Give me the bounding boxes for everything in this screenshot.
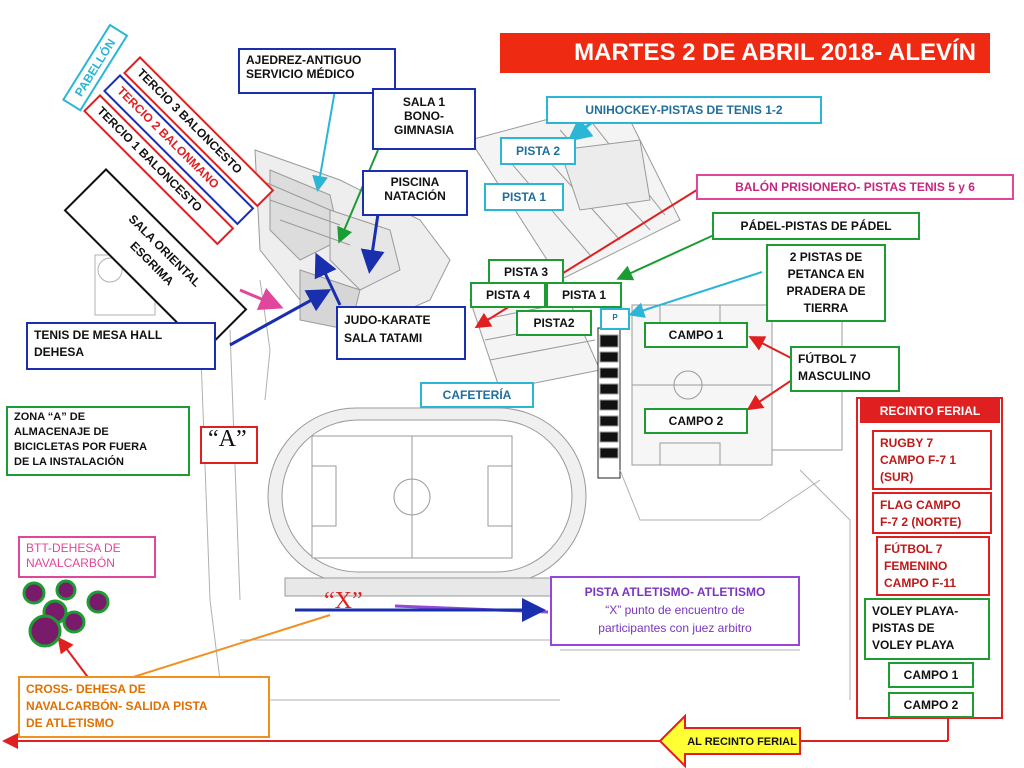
parking-strip (597, 327, 621, 479)
label-petanca: 2 PISTAS DE PETANCA EN PRADERA DE TIERRA (766, 244, 886, 322)
rugby-line1: RUGBY 7 (880, 436, 934, 450)
judo-line2: SALA TATAMI (344, 331, 423, 345)
judo-line1: JUDO-KARATE (344, 313, 431, 327)
piscina-line2: NATACIÓN (384, 189, 446, 203)
label-btt: BTT-DEHESA DE NAVALCARBÓN (18, 536, 156, 578)
zona-a-line1: ZONA “A” DE (14, 411, 86, 423)
mark-a: “A” (208, 426, 247, 452)
cross-line1: CROSS- DEHESA DE (26, 682, 146, 696)
label-rugby: RUGBY 7 CAMPO F-7 1 (SUR) (872, 430, 992, 490)
label-futbol7-masculino: FÚTBOL 7 MASCULINO (790, 346, 900, 392)
ajedrez-line1: AJEDREZ-ANTIGUO (246, 53, 362, 67)
label-ajedrez: AJEDREZ-ANTIGUO SERVICIO MÉDICO (238, 48, 396, 94)
label-piscina: PISCINA NATACIÓN (362, 170, 468, 216)
roads (94, 254, 851, 701)
label-unihockey: UNIHOCKEY-PISTAS DE TENIS 1-2 (546, 96, 822, 124)
label-pista1-top: PISTA 1 (484, 183, 564, 211)
sala1-line2: BONO- (404, 109, 444, 123)
petanca-line2: PETANCA EN (787, 267, 865, 281)
futbol7-line1: FÚTBOL 7 (798, 352, 857, 366)
tenis-line1: TENIS DE MESA HALL (34, 328, 163, 342)
label-al-recinto: AL RECINTO FERIAL (687, 736, 797, 748)
label-futbol-femenino: FÚTBOL 7 FEMENINO CAMPO F-11 (876, 536, 990, 596)
page-title: MARTES 2 DE ABRIL 2018- ALEVÍN (500, 33, 990, 73)
voley-line3: VOLEY PLAYA (872, 638, 955, 652)
petanca-line4: TIERRA (803, 301, 849, 315)
label-pista2-top: PISTA 2 (500, 137, 576, 165)
cross-line3: DE ATLETISMO (26, 716, 114, 730)
btt-line1: BTT-DEHESA DE (26, 541, 121, 555)
petanca-line1: 2 PISTAS DE (789, 250, 863, 264)
mark-x: “X” (324, 588, 363, 614)
label-rf-campo2: CAMPO 2 (888, 692, 974, 718)
ajedrez-line2: SERVICIO MÉDICO (246, 67, 355, 81)
futbol7-line2: MASCULINO (798, 369, 871, 383)
label-sala1: SALA 1 BONO- GIMNASIA (372, 88, 476, 150)
tenis-line2: DEHESA (34, 345, 85, 359)
label-balon: BALÓN PRISIONERO- PISTAS TENIS 5 y 6 (696, 174, 1014, 200)
sala1-line3: GIMNASIA (394, 123, 454, 137)
zona-a-line2: ALMACENAJE DE (14, 426, 109, 438)
voley-line1: VOLEY PLAYA- (872, 604, 959, 618)
sala1-line1: SALA 1 (402, 95, 446, 109)
recinto-route (2, 397, 1003, 749)
zona-a-line4: DE LA INSTALACIÓN (14, 456, 124, 468)
label-flag: FLAG CAMPO F-7 2 (NORTE) (872, 492, 992, 534)
futfem-line2: FEMENINO (884, 559, 948, 573)
atletismo-line1: PISTA ATLETISMO- ATLETISMO (584, 585, 766, 599)
mark-a-box: “A” (200, 426, 258, 464)
label-zona-a: ZONA “A” DE ALMACENAJE DE BICICLETAS POR… (6, 406, 190, 476)
label-pista1-mid: PISTA 1 (546, 282, 622, 308)
futfem-line1: FÚTBOL 7 (884, 542, 943, 556)
label-judo: JUDO-KARATE SALA TATAMI (336, 306, 466, 360)
label-cafeteria: CAFETERÍA (420, 382, 534, 408)
label-campo2: CAMPO 2 (644, 408, 748, 434)
label-rf-campo1: CAMPO 1 (888, 662, 974, 688)
recinto-header: RECINTO FERIAL (860, 399, 1000, 423)
flag-line1: FLAG CAMPO (880, 498, 961, 512)
futfem-line3: CAMPO F-11 (884, 576, 957, 590)
piscina-line1: PISCINA (390, 175, 440, 189)
label-voley: VOLEY PLAYA- PISTAS DE VOLEY PLAYA (864, 598, 990, 660)
label-tenis-mesa: TENIS DE MESA HALL DEHESA (26, 322, 216, 370)
atletismo-line3: participantes con juez arbitro (598, 621, 752, 635)
atletismo-line2: “X” punto de encuentro de (605, 603, 745, 617)
rugby-line3: (SUR) (880, 470, 914, 484)
label-campo1: CAMPO 1 (644, 322, 748, 348)
label-padel: PÁDEL-PISTAS DE PÁDEL (712, 212, 920, 240)
athletics-track (267, 407, 587, 597)
petanca-line3: PRADERA DE (786, 284, 866, 298)
btt-circles (22, 579, 110, 648)
btt-line2: NAVALCARBÓN (26, 556, 115, 570)
cross-line2: NAVALCARBÓN- SALIDA PISTA (26, 699, 208, 713)
flag-line2: F-7 2 (NORTE) (880, 515, 962, 529)
label-parking: P (600, 308, 630, 330)
voley-line2: PISTAS DE (872, 621, 935, 635)
al-recinto-arrow (658, 713, 801, 768)
zona-a-line3: BICICLETAS POR FUERA (14, 441, 148, 453)
label-pista4: PISTA 4 (470, 282, 546, 308)
label-atletismo: PISTA ATLETISMO- ATLETISMO “X” punto de … (550, 576, 800, 646)
label-pista2-mid: PISTA2 (516, 310, 592, 336)
label-cross: CROSS- DEHESA DE NAVALCARBÓN- SALIDA PIS… (18, 676, 270, 738)
rugby-line2: CAMPO F-7 1 (880, 453, 957, 467)
